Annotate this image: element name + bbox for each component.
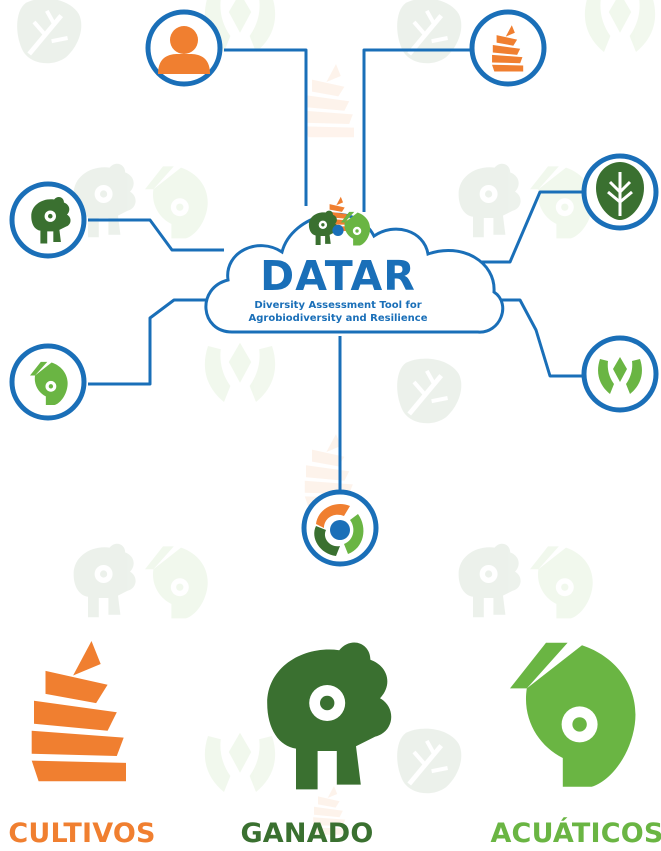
- logo-title: DATAR: [260, 252, 416, 300]
- category-label-cultivos: CULTIVOS: [8, 818, 156, 849]
- connector-lines: [88, 48, 582, 492]
- cycle-icon: [314, 504, 364, 556]
- node-person[interactable]: [145, 9, 223, 87]
- datar-mini-logo: [308, 196, 371, 246]
- datar-logo-cloud: [204, 196, 505, 334]
- node-livestock[interactable]: [9, 181, 87, 259]
- leaf-icon: [596, 162, 644, 220]
- node-forest[interactable]: [581, 335, 659, 413]
- person-icon: [158, 26, 210, 74]
- node-leaf[interactable]: [581, 153, 659, 231]
- livestock-large-icon: [267, 642, 392, 790]
- node-fish[interactable]: [9, 343, 87, 421]
- node-crop[interactable]: [469, 9, 547, 87]
- category-label-ganado: GANADO: [240, 818, 374, 849]
- aquatic-large-icon: [510, 642, 636, 787]
- category-label-acuaticos: ACUÁTICOS: [490, 818, 661, 849]
- crop-large-icon: [31, 641, 127, 782]
- node-cycle[interactable]: [301, 489, 379, 567]
- logo-subtitle-line2: Agrobiodiversity and Resilience: [248, 313, 428, 324]
- logo-subtitle-line1: Diversity Assessment Tool for: [254, 300, 422, 311]
